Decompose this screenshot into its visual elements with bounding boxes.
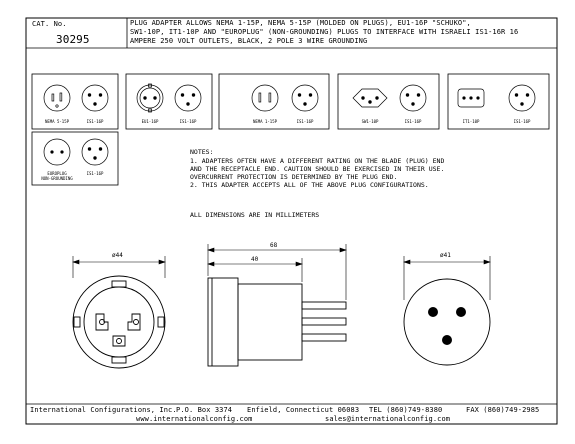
description-line-3: AMPERE 250 VOLT OUTLETS, BLACK, 2 POLE 3…	[130, 37, 368, 45]
front-view	[72, 275, 166, 369]
notes-line-2: AND THE RECEPTACLE END. CAUTION SHOULD B…	[190, 165, 445, 173]
nema-5-15p-ground	[55, 104, 59, 108]
back-view-outer	[403, 278, 491, 366]
notes-heading: NOTES:	[190, 148, 214, 156]
footer-po-box: P.O. Box 3374	[176, 406, 233, 414]
plug-panel-6-left-label: EUROPLUG NON-GROUNDING	[41, 171, 73, 181]
plug-panel-3-box	[218, 73, 330, 130]
side-view	[207, 277, 347, 367]
plug-panel-5-right-label: IS1-16P	[513, 119, 531, 124]
eu1-16p-outline	[136, 84, 164, 112]
back-pin-left	[428, 307, 438, 317]
is1-16p-outline-2	[174, 84, 202, 112]
is1-16p-outline-4	[399, 84, 427, 112]
cat-label: CAT. No.	[32, 20, 67, 28]
plug-panel-2-right-label: IS1-16P	[179, 119, 197, 124]
nema-5-15p-blade-right	[59, 92, 63, 102]
is1-16p-outline-3	[291, 84, 319, 112]
plug-panel-1-left-label: NEMA 5-15P	[44, 119, 70, 124]
side-view-flange	[207, 277, 239, 367]
body-length-label: 40	[251, 256, 259, 263]
description-line-2: SW1-10P, IT1-10P AND "EUROPLUG" (NON-GRO…	[130, 28, 519, 36]
plug-panel-4-box	[337, 73, 440, 130]
front-socket-right	[127, 313, 141, 331]
plug-panel-5-box	[447, 73, 550, 130]
front-view-outer	[72, 275, 166, 369]
europlug-outline	[43, 138, 71, 166]
sw1-10p-outline	[352, 88, 388, 108]
description-line-1: PLUG ADAPTER ALLOWS NEMA 1-15P, NEMA 5-1…	[130, 19, 471, 27]
plug-panel-3-left-label: NEMA 1-15P	[252, 119, 278, 124]
plug-panel-3-right-label: IS1-16P	[296, 119, 314, 124]
plug-panel-2-box	[125, 73, 213, 130]
back-diameter-label: ø41	[440, 252, 451, 259]
is1-16p-outline-6	[81, 138, 109, 166]
cat-number: 30295	[56, 33, 90, 46]
front-socket-left	[95, 313, 109, 331]
plug-panel-4-right-label: IS1-16P	[404, 119, 422, 124]
plug-panel-5-left-label: IT1-10P	[462, 119, 480, 124]
front-diameter-label: ø44	[112, 252, 123, 259]
side-view-body	[237, 283, 303, 361]
back-view	[403, 278, 491, 366]
units-note: ALL DIMENSIONS ARE IN MILLIMETERS	[190, 211, 320, 219]
notes-line-4: 2. THIS ADAPTER ACCEPTS ALL OF THE ABOVE…	[190, 181, 429, 189]
footer-web-link[interactable]: www.internationalconfig.com	[136, 415, 253, 423]
plug-panel-6-right-label: IS1-16P	[86, 171, 104, 176]
plug-panel-6-box	[31, 131, 119, 186]
nema-5-15p-outline	[43, 84, 71, 112]
nema-1-15p-outline	[251, 84, 279, 112]
sheet-border	[25, 17, 558, 425]
notes-line-1: 1. ADAPTERS OFTEN HAVE A DIFFERENT RATIN…	[190, 157, 445, 165]
plug-panel-1-box	[31, 73, 119, 130]
plug-panel-4-left-label: SW1-10P	[361, 119, 379, 124]
is1-16p-outline-1	[81, 84, 109, 112]
overall-length-label: 68	[270, 242, 278, 249]
footer-company: International Configurations, Inc.	[30, 406, 177, 414]
front-socket-ground	[112, 335, 126, 347]
side-pin-top	[301, 301, 347, 310]
footer-fax: FAX (860)749-2985	[466, 406, 540, 414]
back-pin-ground	[442, 335, 452, 345]
footer-tel: TEL (860)749-8380	[369, 406, 443, 414]
notes-line-3: OVERCURRENT PROTECTION IS DETERMINED BY …	[190, 173, 398, 181]
plug-panel-1-right-label: IS1-16P	[86, 119, 104, 124]
front-view-inner	[83, 286, 155, 358]
it1-10p-outline	[457, 88, 485, 108]
footer-email-link[interactable]: sales@internationalconfig.com	[325, 415, 451, 423]
is1-16p-outline-5	[508, 84, 536, 112]
back-pin-right	[456, 307, 466, 317]
plug-panel-2-left-label: EU1-16P	[141, 119, 159, 124]
side-pin-bottom	[301, 333, 347, 342]
side-pin-middle	[301, 317, 347, 326]
footer-city: Enfield, Connecticut 06083	[247, 406, 360, 414]
nema-5-15p-blade-left	[51, 93, 55, 102]
